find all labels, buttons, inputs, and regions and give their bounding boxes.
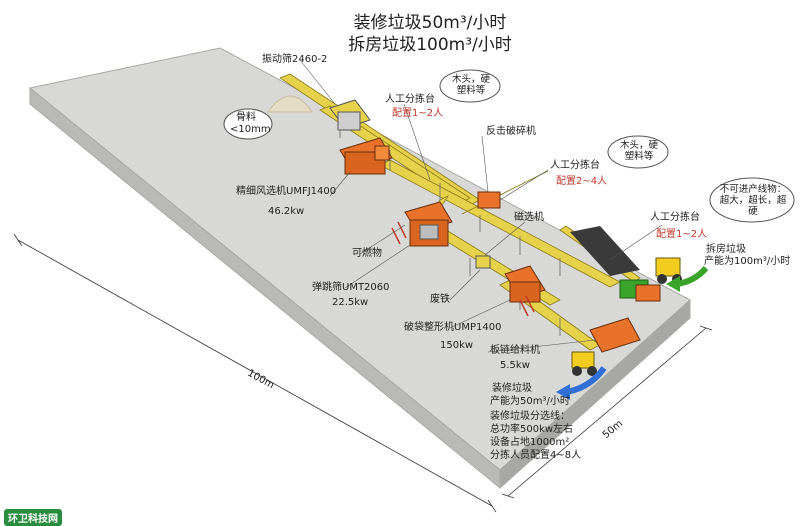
label-demolition-capacity: 产能为100m³/小时 — [704, 256, 791, 267]
wind-separator-machine — [339, 137, 393, 175]
label-manual-sort-1-staff: 配置1~2人 — [392, 108, 444, 119]
vibrating-screen-machine — [329, 99, 371, 131]
label-wind-separator: 精细风选机UMFJ1400 — [236, 186, 337, 197]
impact-crusher-machine — [477, 191, 501, 209]
label-chain-feeder-kw: 5.5kw — [500, 360, 530, 371]
note-line-staff: 分拣人员配置4~8人 — [490, 450, 582, 461]
label-magnetic-separator: 磁选机 — [514, 212, 544, 223]
note-deco-title: 装修垃圾 — [492, 383, 532, 394]
label-bag-shaper: 破袋整形机UMP1400 — [404, 322, 502, 333]
demolition-hopper-machine — [619, 279, 661, 302]
dim-line-100m — [17, 239, 493, 507]
title-line-2: 拆房垃圾100m³/小时 — [348, 35, 512, 55]
label-bone-size: <10mm — [230, 124, 271, 135]
site-logo: 环卫科技网 — [4, 509, 62, 526]
label-wind-separator-kw: 46.2kw — [268, 206, 305, 217]
bounce-screen-machine — [404, 201, 453, 247]
label-wood-plastic-1: 木头，硬塑料等 — [451, 74, 490, 96]
bubble-no-line — [709, 177, 795, 223]
loader-deco-icon — [571, 351, 597, 376]
aggregate-pile — [267, 95, 313, 113]
platform-right-side — [499, 298, 691, 490]
label-impact-crusher: 反击破碎机 — [486, 126, 536, 137]
note-line-power: 总功率500kw左右 — [490, 424, 574, 435]
dim-line-50m — [507, 327, 707, 497]
label-combustible: 可燃物 — [352, 248, 382, 259]
label-manual-sort-3: 人工分拣台 — [650, 212, 700, 223]
label-no-line-items: 不可进产线物：超大，超长，超硬 — [719, 184, 787, 217]
note-deco-capacity: 产能为50m³/小时 — [490, 396, 570, 407]
magnetic-separator-machine — [475, 255, 491, 269]
label-manual-sort-2-staff: 配置2~4人 — [556, 176, 608, 187]
feed-pit — [570, 226, 640, 276]
label-wood-plastic-2: 木头，硬塑料等 — [619, 140, 658, 162]
bubble-wood-1 — [439, 69, 501, 103]
bag-shaper-machine — [504, 265, 546, 303]
chain-feeder-machine — [589, 317, 641, 353]
label-vibrating-screen: 振动筛2460-2 — [262, 54, 328, 65]
label-demolition-waste: 拆房垃圾 — [706, 244, 746, 255]
label-bag-shaper-kw: 150kw — [440, 340, 474, 351]
label-manual-sort-3-staff: 配置1~2人 — [656, 229, 708, 240]
label-manual-sort-2: 人工分拣台 — [550, 160, 600, 171]
title-line-1: 装修垃圾50m³/小时 — [353, 13, 507, 33]
bubble-aggregate — [223, 108, 273, 140]
label-scrap-iron: 废铁 — [430, 294, 450, 305]
note-line-area: 设备占地1000m² — [490, 437, 570, 448]
label-bone-material: 骨料 — [236, 112, 256, 123]
label-manual-sort-1: 人工分拣台 — [385, 94, 435, 105]
label-bounce-screen-kw: 22.5kw — [332, 297, 369, 308]
label-bounce-screen: 弹跳筛UMT2060 — [312, 282, 390, 293]
bubble-wood-2 — [607, 135, 669, 169]
label-chain-feeder: 板链给料机 — [490, 345, 540, 356]
note-line-title: 装修垃圾分选线： — [490, 411, 570, 422]
